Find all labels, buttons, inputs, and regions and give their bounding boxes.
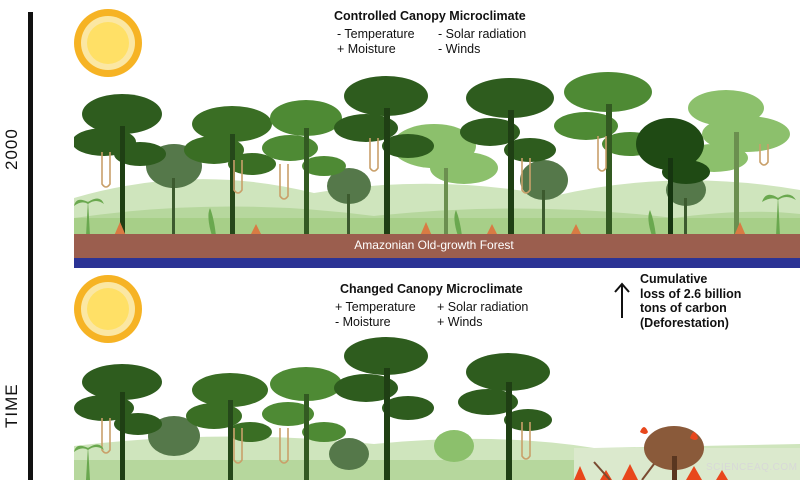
watermark: SCIENCEAQ.COM [706,462,798,473]
arrow-up-icon [614,282,630,318]
factor-solar-bottom: + Solar radiation [437,300,529,314]
sun-icon [74,275,142,343]
carbon-loss-note: Cumulative loss of 2.6 billion tons of c… [640,272,741,330]
degraded-forest-illustration [74,337,800,480]
axis-label-time: TIME [2,383,21,428]
old-growth-forest-illustration [74,72,800,268]
changed-canopy-title: Changed Canopy Microclimate [340,282,523,296]
time-axis-line [28,12,33,480]
carbon-line-2: loss of 2.6 billion [640,286,742,301]
factor-temperature-bottom: + Temperature [335,300,416,314]
carbon-line-3: tons of carbon [640,301,727,315]
factor-temperature-top: - Temperature [337,27,415,41]
sun-icon [74,9,142,77]
carbon-line-4: (Deforestation) [640,315,729,330]
forest-label: Amazonian Old-growth Forest [354,238,514,252]
controlled-canopy-title: Controlled Canopy Microclimate [334,9,526,23]
carbon-line-1: Cumulative [640,272,708,286]
factor-solar-top: - Solar radiation [438,27,527,41]
factor-moisture-bottom: - Moisture [335,315,391,329]
factor-winds-bottom: + Winds [437,315,483,329]
factor-moisture-top: + Moisture [337,42,396,56]
axis-label-2000: 2000 [2,128,21,170]
factor-winds-top: - Winds [438,42,481,56]
